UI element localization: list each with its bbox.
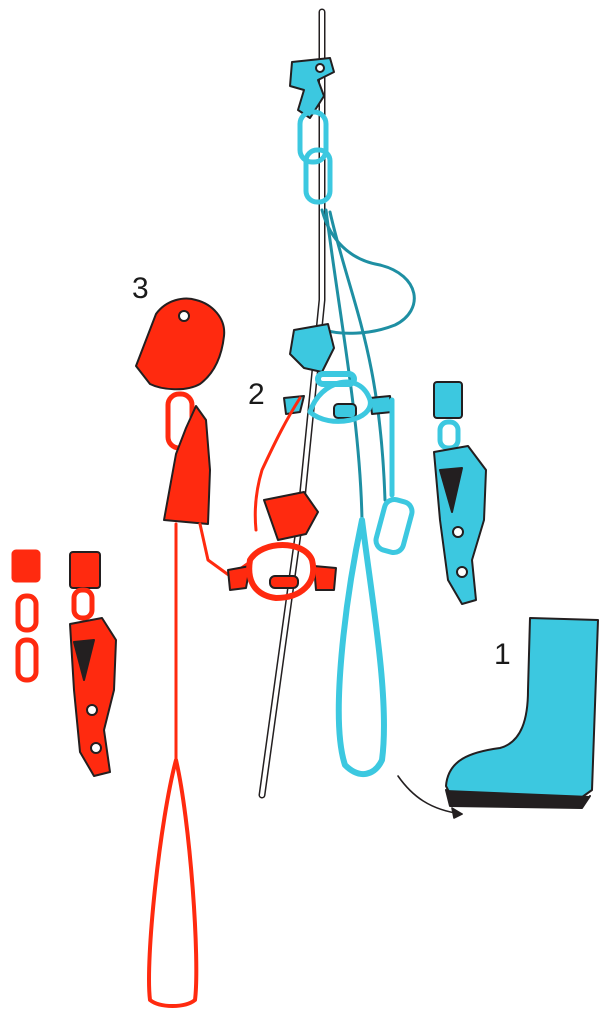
blue-tether-lines <box>322 210 414 520</box>
red-hand-lower <box>164 406 210 524</box>
blue-ascender-top <box>290 58 334 118</box>
red-spare-chain-small <box>14 552 38 680</box>
step-label-3: 3 <box>132 274 149 304</box>
blue-spare-ascender <box>434 382 486 604</box>
red-chest-device <box>228 492 336 598</box>
red-spare-ascender <box>70 552 116 776</box>
step-label-1: 1 <box>494 640 511 670</box>
step-label-2: 2 <box>248 380 265 410</box>
blue-chest-device <box>284 324 392 421</box>
blue-foot-loop <box>339 520 384 774</box>
boot-icon <box>446 618 598 808</box>
red-hand-top <box>136 299 224 390</box>
red-foot-loop <box>149 760 196 1006</box>
